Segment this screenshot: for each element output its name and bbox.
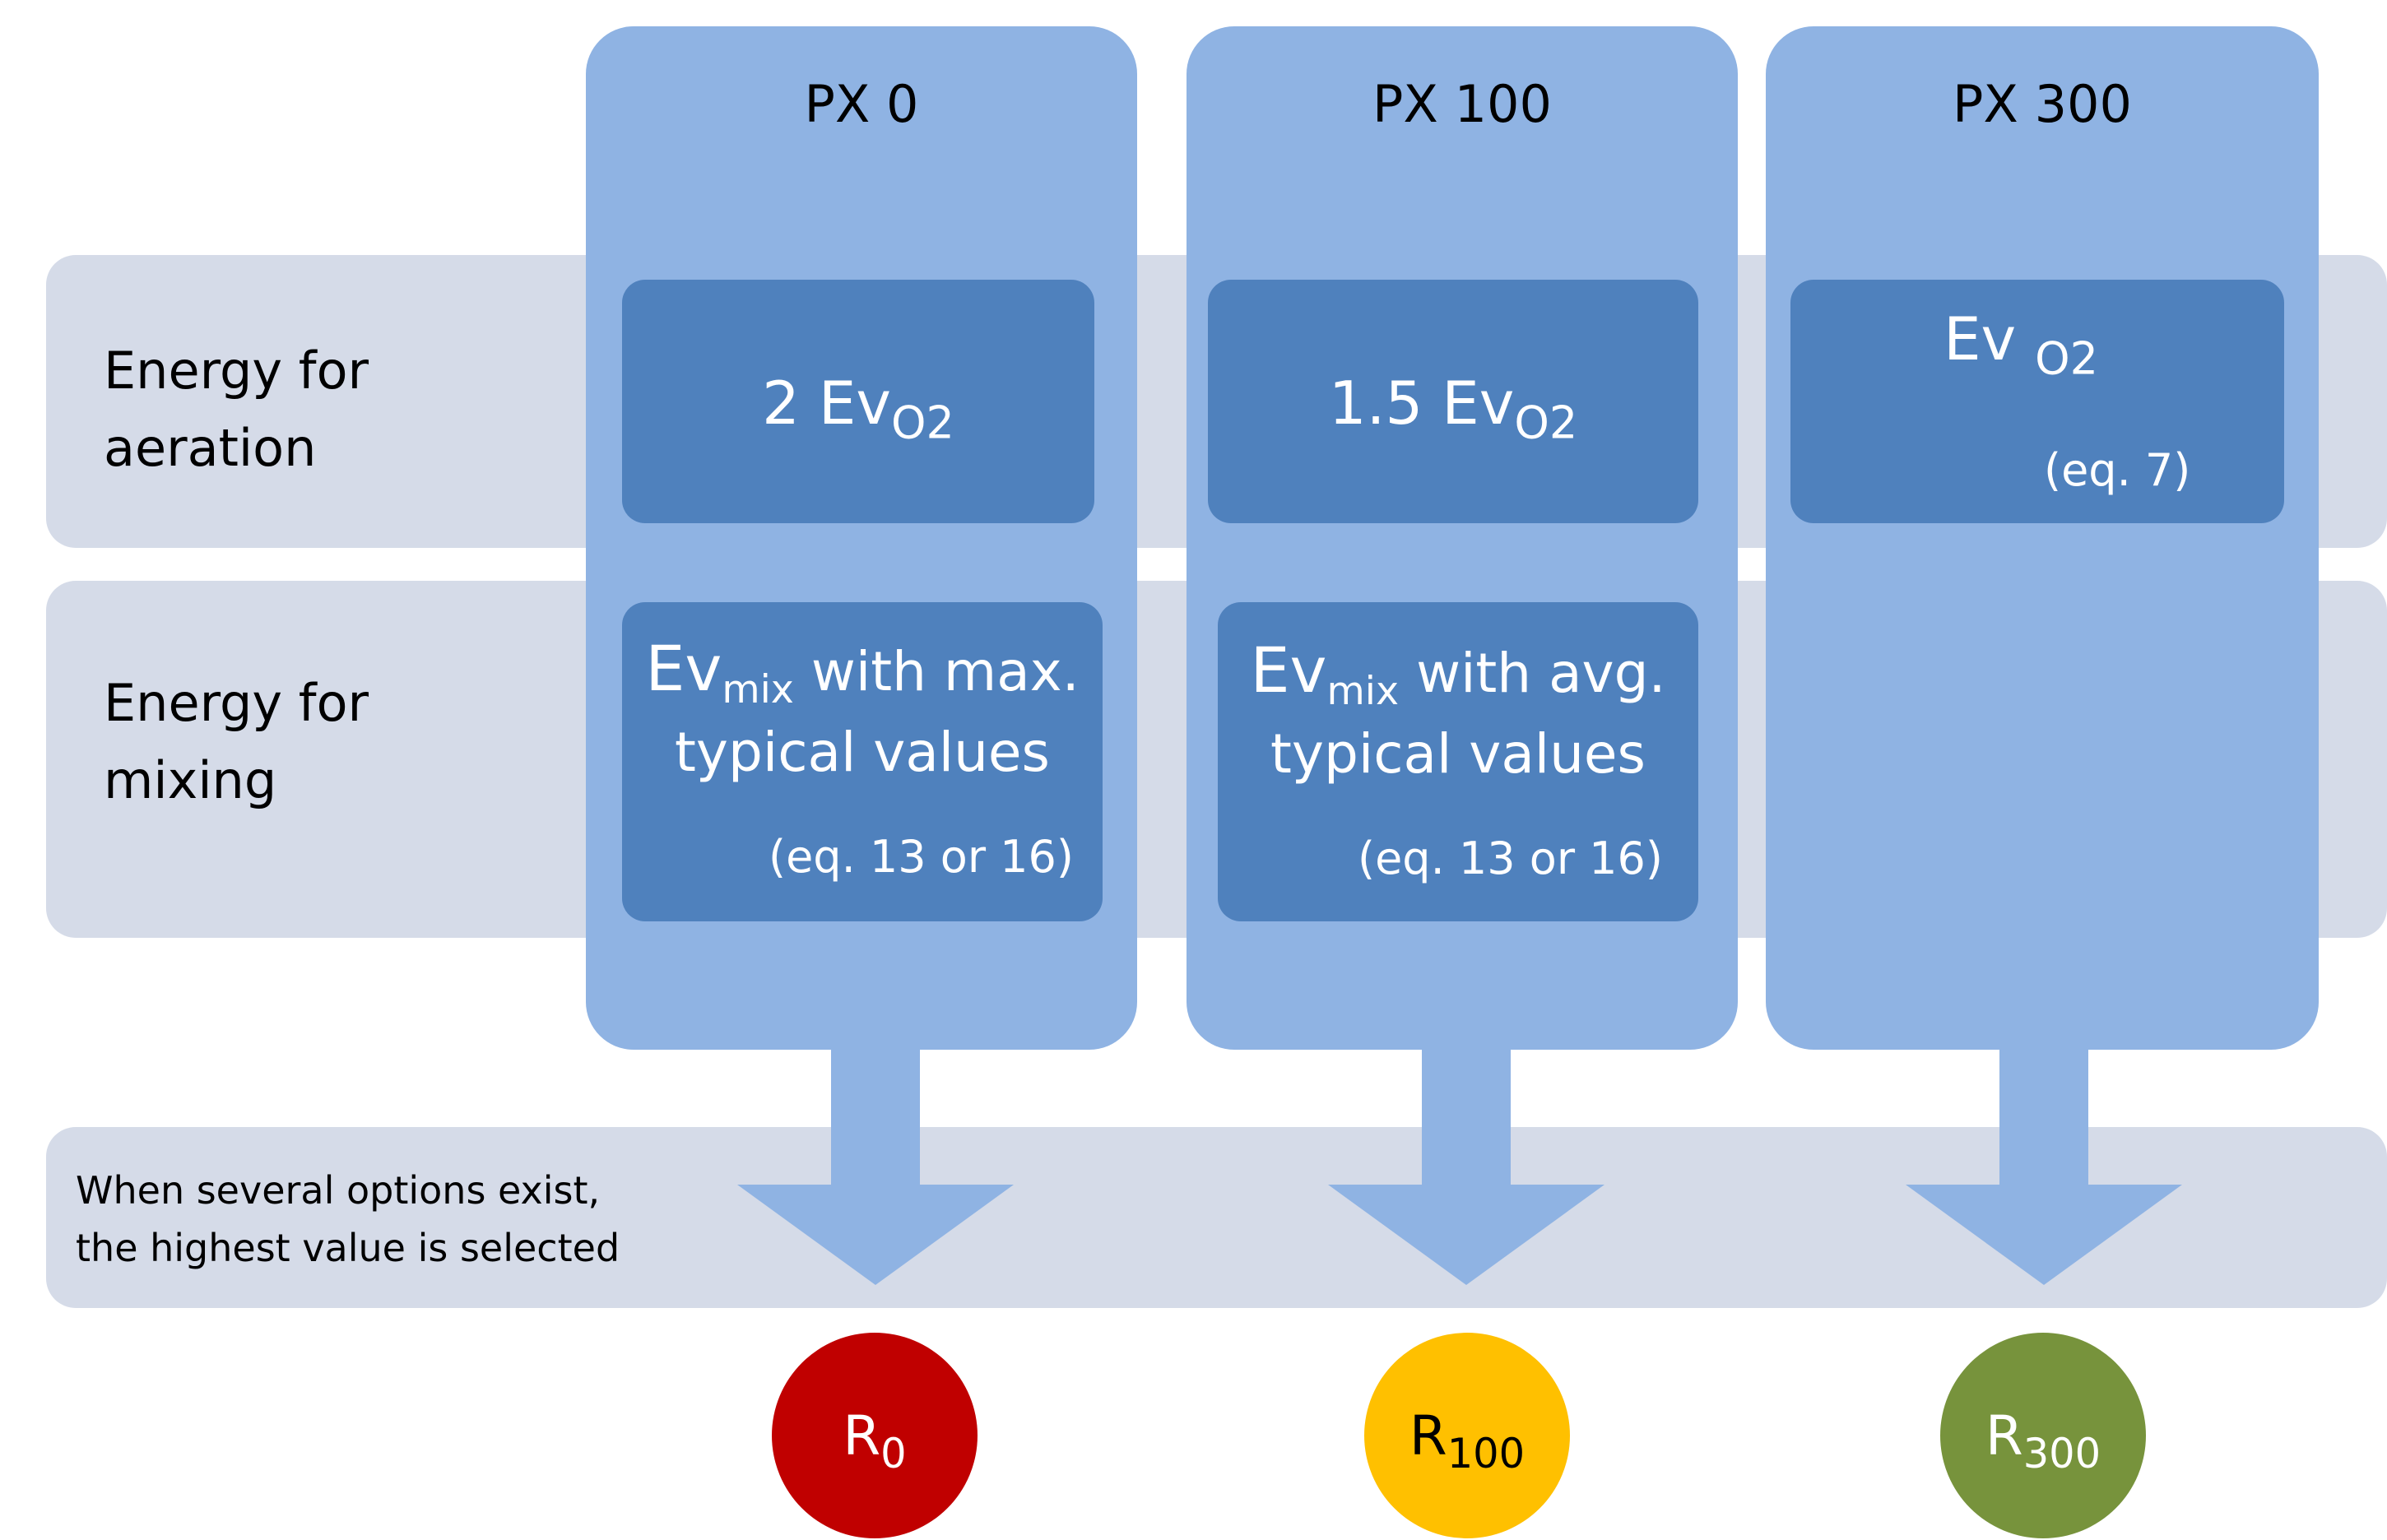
aeration-value-px100: 1.5 EvO2: [1328, 369, 1578, 449]
mixing-box-px0: [622, 602, 1103, 921]
mixing-eq-px0: (eq. 13 or 16): [769, 831, 1074, 883]
column-title-px100: PX 100: [1372, 74, 1552, 134]
mixing-eq-px100: (eq. 13 or 16): [1358, 833, 1663, 884]
column-px300: [1766, 26, 2319, 1050]
mixing-text-px100: Evmix with avg. typical values: [1250, 633, 1666, 786]
arrow-px300: [1906, 1045, 2182, 1285]
aeration-box-px300: [1790, 280, 2284, 523]
result-circle-r300: R300: [1940, 1333, 2146, 1538]
mixing-text-px0: Evmix with max. typical values: [645, 632, 1080, 784]
arrow-px100: [1328, 1045, 1604, 1285]
mixing-box-px100: [1218, 602, 1698, 921]
result-circle-r0: R0: [772, 1333, 978, 1538]
aeration-box-px100: [1208, 280, 1698, 523]
selection-note: When several options exist, the highest …: [76, 1168, 620, 1270]
result-circle-r100: R100: [1364, 1333, 1570, 1538]
aeration-box-px0: [622, 280, 1094, 523]
aeration-value-px0: 2 EvO2: [762, 369, 954, 449]
aeration-row-label: Energy for aeration: [104, 341, 369, 478]
column-title-px300: PX 300: [1953, 74, 2132, 134]
aeration-value-px300: Ev O2: [1944, 304, 2098, 385]
column-title-px0: PX 0: [804, 74, 919, 134]
mixing-row-label: Energy for mixing: [104, 673, 369, 810]
aeration-eq-px300: (eq. 7): [2044, 444, 2191, 496]
arrow-px0: [737, 1045, 1014, 1285]
